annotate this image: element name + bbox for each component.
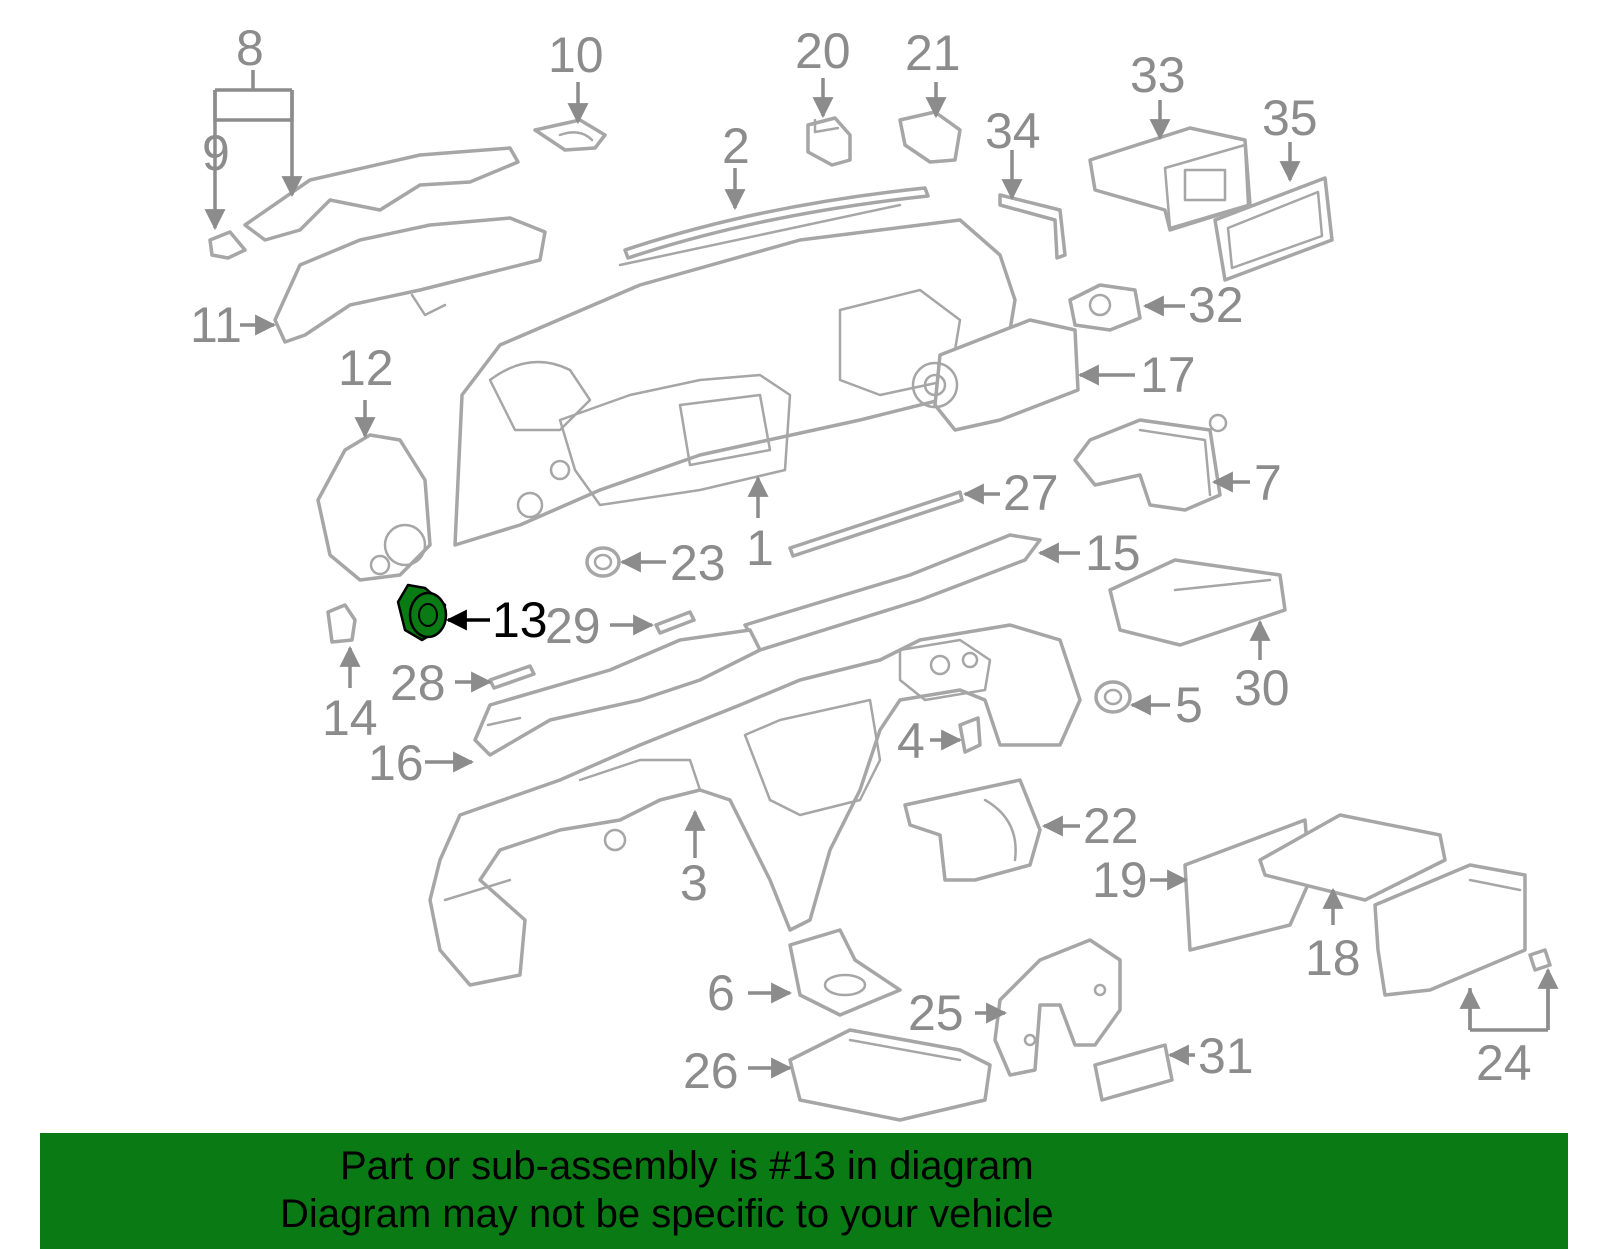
label-6: 6 bbox=[707, 965, 735, 1021]
glove-box-door-part-19 bbox=[1183, 818, 1312, 952]
glove-box-part-24 bbox=[1373, 863, 1527, 997]
label-15: 15 bbox=[1085, 525, 1141, 581]
rod-part-27 bbox=[788, 490, 964, 558]
callout-labels: 8 10 20 21 33 35 9 2 34 11 32 12 17 7 27… bbox=[190, 20, 1532, 1099]
label-23: 23 bbox=[670, 535, 726, 591]
label-7: 7 bbox=[1254, 455, 1282, 511]
label-14: 14 bbox=[322, 690, 378, 746]
upper-trim-part bbox=[243, 146, 520, 242]
trim-plate-part-31 bbox=[1093, 1043, 1174, 1102]
storage-tray-part-30 bbox=[1108, 558, 1287, 647]
switch-part-20 bbox=[806, 116, 852, 167]
switch-part-21 bbox=[898, 110, 962, 164]
label-29: 29 bbox=[545, 598, 601, 654]
knee-bolster-part-16 bbox=[473, 628, 762, 757]
radio-unit-part-33 bbox=[1088, 126, 1252, 232]
label-21: 21 bbox=[905, 25, 961, 81]
label-13: 13 bbox=[492, 592, 548, 648]
screw-part-29 bbox=[654, 610, 696, 635]
defroster-strip-part bbox=[623, 186, 930, 260]
console-part-26 bbox=[788, 1028, 992, 1122]
label-32: 32 bbox=[1188, 277, 1244, 333]
clip-part-23 bbox=[585, 546, 621, 578]
label-10: 10 bbox=[548, 27, 604, 83]
label-34: 34 bbox=[985, 103, 1041, 159]
label-19: 19 bbox=[1092, 852, 1148, 908]
radio-trim-part-35 bbox=[1213, 176, 1334, 282]
vent-duct-part-7 bbox=[1073, 413, 1228, 512]
center-bezel-part-25 bbox=[993, 938, 1122, 1077]
bracket-part-6 bbox=[788, 928, 902, 1017]
label-26: 26 bbox=[683, 1043, 739, 1099]
label-5: 5 bbox=[1175, 677, 1203, 733]
label-18: 18 bbox=[1305, 930, 1361, 986]
clip-part-24b bbox=[1528, 948, 1552, 972]
glove-box-lid-part-18 bbox=[1258, 813, 1447, 902]
label-28: 28 bbox=[390, 655, 446, 711]
label-30: 30 bbox=[1234, 660, 1290, 716]
label-4: 4 bbox=[897, 713, 925, 769]
info-banner: Part or sub-assembly is #13 in diagram D… bbox=[40, 1133, 1568, 1249]
clip-part-14 bbox=[326, 603, 357, 644]
duct-part-22 bbox=[903, 778, 1042, 882]
small-clip-part-9 bbox=[208, 230, 247, 260]
banner-line-1: Part or sub-assembly is #13 in diagram bbox=[340, 1144, 1034, 1188]
bracket-part-34 bbox=[998, 193, 1067, 260]
banner-line-2: Diagram may not be specific to your vehi… bbox=[280, 1192, 1054, 1236]
cross-car-beam-part-3 bbox=[428, 623, 1082, 987]
label-3: 3 bbox=[680, 855, 708, 911]
label-8: 8 bbox=[236, 20, 264, 76]
label-17: 17 bbox=[1140, 347, 1196, 403]
bracket-part-4 bbox=[958, 716, 982, 754]
switch-part-32 bbox=[1068, 283, 1142, 332]
trim-panel-part-15 bbox=[743, 533, 1042, 652]
label-25: 25 bbox=[908, 985, 964, 1041]
label-31: 31 bbox=[1198, 1028, 1254, 1084]
label-2: 2 bbox=[722, 118, 750, 174]
instrument-hood-part bbox=[273, 216, 547, 344]
airbag-module-part-17 bbox=[911, 318, 1080, 432]
steering-shroud-part-12 bbox=[316, 433, 432, 582]
label-33: 33 bbox=[1130, 47, 1186, 103]
label-16: 16 bbox=[368, 735, 424, 791]
label-20: 20 bbox=[795, 23, 851, 79]
label-9: 9 bbox=[202, 125, 230, 181]
highlighted-part-13 bbox=[396, 583, 448, 642]
screw-part-28 bbox=[488, 664, 536, 690]
label-35: 35 bbox=[1262, 90, 1318, 146]
label-11: 11 bbox=[190, 297, 242, 353]
label-27: 27 bbox=[1003, 465, 1059, 521]
label-12: 12 bbox=[338, 340, 394, 396]
label-1: 1 bbox=[746, 520, 774, 576]
leader-lines bbox=[204, 70, 1559, 1079]
speaker-cover-part-10 bbox=[533, 118, 607, 152]
label-22: 22 bbox=[1083, 798, 1139, 854]
label-24: 24 bbox=[1476, 1035, 1532, 1091]
grommet-part-5 bbox=[1094, 680, 1132, 714]
